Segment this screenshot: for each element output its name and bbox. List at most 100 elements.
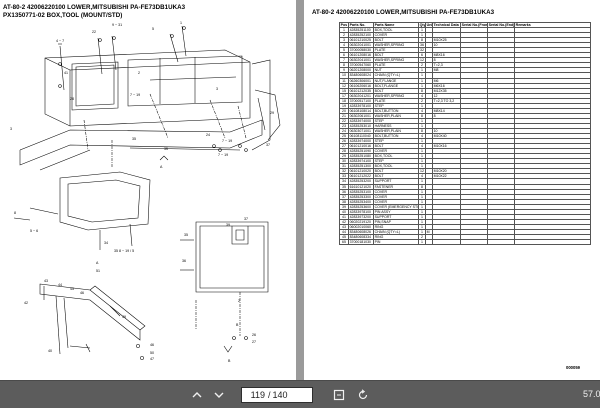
svg-text:46: 46: [80, 291, 84, 295]
table-cell: 06101212035: [348, 87, 374, 94]
diagram-title-line1: AT-80-2 42006220100 LOWER,MITSUBISHI PA-…: [3, 4, 186, 11]
table-cell: 42833974000: [348, 138, 374, 145]
svg-text:B: B: [228, 359, 231, 363]
step-bracket-a: [39, 283, 141, 341]
current-page-input[interactable]: 119: [250, 390, 265, 400]
parts-list-title: AT-80-2 42006220100 LOWER,MITSUBISHI PA-…: [312, 9, 495, 16]
svg-text:8: 8: [14, 211, 16, 215]
table-cell: 65: [339, 239, 349, 246]
table-cell: 06201208000: [348, 67, 374, 74]
column-header: Qty: [418, 21, 426, 29]
table-cell: 06108110040: [348, 133, 374, 140]
total-pages: 140: [272, 390, 288, 400]
table-cell: 06260306001: [348, 77, 374, 84]
svg-text:46: 46: [150, 343, 154, 347]
table-cell: 42833978100: [348, 208, 374, 215]
table-cell: 06101210025: [348, 37, 374, 44]
table-cell: PIN: [373, 239, 419, 246]
svg-text:51: 51: [96, 269, 100, 273]
svg-text:2: 2: [138, 71, 140, 75]
page-indicator[interactable]: 119 / 140: [241, 387, 313, 403]
cover-assembly-b: [195, 221, 269, 293]
zoom-level[interactable]: 57.0: [583, 389, 600, 399]
svg-text:24: 24: [206, 133, 210, 137]
diagram-page[interactable]: AT-80-2 42006220100 LOWER,MITSUBISHI PA-…: [0, 0, 296, 380]
table-cell: 42833974100: [348, 158, 374, 165]
table-cell: 06101210020: [348, 168, 374, 175]
table-cell: 06302041001: [348, 42, 374, 49]
table-cell: 83480608334: [348, 233, 374, 241]
svg-text:41: 41: [64, 71, 68, 75]
table-cell: 1: [418, 239, 426, 246]
svg-text:49: 49: [122, 315, 126, 319]
cover-panel-left: [71, 61, 119, 111]
svg-text:3: 3: [10, 127, 12, 131]
svg-text:42: 42: [24, 301, 28, 305]
svg-text:37: 37: [244, 217, 248, 221]
table-cell: 06101208016: [348, 52, 374, 59]
svg-text:22: 22: [92, 30, 96, 34]
svg-text:35 8 ~ 19 / 5: 35 8 ~ 19 / 5: [114, 249, 134, 253]
table-cell: 42835253010: [348, 122, 374, 129]
tool-box-outline: [44, 49, 251, 127]
table-cell: 42835252100: [348, 32, 374, 39]
svg-text:A: A: [96, 261, 99, 265]
parts-table: Pos No.Parts No.Parts NameQtyUnitTechnic…: [339, 21, 591, 246]
table-cell: 42835251100: [348, 27, 374, 34]
svg-text:7 ~ 19: 7 ~ 19: [130, 93, 140, 97]
svg-text:43: 43: [44, 279, 48, 283]
svg-text:1: 1: [180, 21, 182, 25]
table-cell: 42833973200: [348, 213, 374, 220]
table-cell: 42835253600: [348, 203, 374, 210]
svg-text:37: 37: [266, 143, 270, 147]
svg-text:A: A: [160, 165, 163, 169]
table-cell: 06302041001: [348, 57, 374, 64]
viewer-toolbar: 119 / 140 57.0: [0, 380, 600, 408]
table-cell: 42835253400: [348, 198, 374, 205]
table-cell: 06108108014: [348, 107, 374, 114]
svg-text:5 ~ 6: 5 ~ 6: [30, 229, 38, 233]
table-cell: 06101210016: [348, 143, 374, 150]
svg-text:29: 29: [270, 111, 274, 115]
table-cell: 42835253300: [348, 193, 374, 200]
svg-text:7 ~ 19: 7 ~ 19: [222, 139, 232, 143]
table-cell: [432, 239, 461, 246]
svg-text:35: 35: [184, 233, 188, 237]
chevron-up-icon[interactable]: [190, 388, 204, 402]
svg-text:28: 28: [70, 97, 74, 101]
table-cell: 42833974000: [348, 117, 374, 124]
table-cell: 06106206016: [348, 82, 374, 89]
column-header: Technical Data: [432, 21, 461, 29]
table-cell: 42835251300: [348, 163, 374, 170]
table-cell: 61610121020: [348, 183, 374, 190]
svg-text:40: 40: [48, 349, 52, 353]
chevron-down-icon[interactable]: [212, 388, 226, 402]
column-header: Unit: [425, 21, 433, 29]
svg-text:44: 44: [58, 283, 62, 287]
svg-text:4 ~ 7: 4 ~ 7: [56, 39, 64, 43]
svg-text:27: 27: [252, 340, 256, 344]
table-cell: 42835253200: [348, 178, 374, 185]
table-cell: [514, 239, 591, 246]
table-cell: [487, 239, 515, 246]
page-separator: /: [268, 390, 271, 400]
svg-text:3: 3: [216, 87, 218, 91]
fit-page-icon[interactable]: [332, 388, 346, 402]
rotate-icon[interactable]: [356, 388, 370, 402]
table-cell: 06303071001: [348, 127, 374, 135]
table-cell: 42833978100: [348, 102, 374, 109]
table-cell: 37000181030: [348, 239, 374, 246]
table-cell: 37000547060: [348, 62, 374, 69]
column-header: Serial No.(End): [487, 21, 515, 29]
svg-text:2: 2: [238, 299, 240, 303]
svg-text:B: B: [236, 323, 239, 327]
table-cell: 42835251080: [348, 153, 374, 160]
